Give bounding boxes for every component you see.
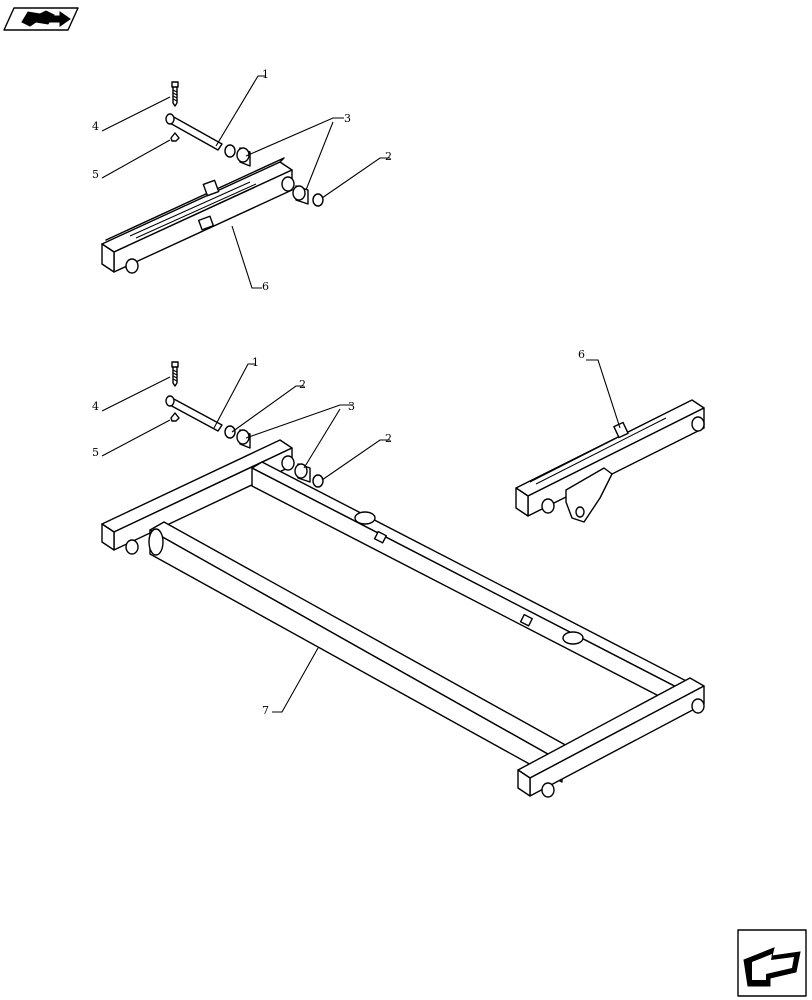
washer bbox=[312, 474, 324, 488]
callout-4: 4 bbox=[92, 400, 99, 413]
pin bbox=[165, 395, 223, 432]
open-book-arrow-icon[interactable] bbox=[3, 7, 79, 31]
bushing bbox=[294, 463, 311, 483]
next-page-arrow-icon[interactable] bbox=[737, 929, 807, 997]
nut bbox=[170, 132, 180, 142]
callout-7: 7 bbox=[262, 704, 269, 717]
callout-5: 5 bbox=[92, 168, 99, 181]
callout-2: 2 bbox=[385, 432, 392, 445]
washer bbox=[224, 425, 236, 439]
beam bbox=[515, 399, 705, 523]
frame bbox=[101, 439, 705, 798]
callout-6: 6 bbox=[578, 348, 585, 361]
bottom-assembly bbox=[101, 361, 705, 798]
bushing bbox=[236, 429, 251, 449]
washer bbox=[224, 144, 236, 158]
bolt bbox=[171, 81, 179, 107]
washer bbox=[312, 193, 324, 207]
callout-1: 1 bbox=[252, 356, 259, 369]
callout-5: 5 bbox=[92, 446, 99, 459]
beam bbox=[101, 157, 295, 274]
top-assembly bbox=[101, 81, 324, 274]
callout-4: 4 bbox=[92, 120, 99, 133]
callout-3: 3 bbox=[348, 400, 355, 413]
bushing bbox=[236, 147, 251, 167]
callout-6: 6 bbox=[262, 280, 269, 293]
bushing bbox=[292, 185, 309, 205]
callout-3: 3 bbox=[344, 112, 351, 125]
callout-2: 2 bbox=[299, 378, 306, 391]
callout-2: 2 bbox=[385, 150, 392, 163]
bolt bbox=[171, 361, 179, 387]
pin bbox=[165, 113, 223, 151]
nut bbox=[170, 412, 180, 422]
callout-1: 1 bbox=[262, 68, 269, 81]
